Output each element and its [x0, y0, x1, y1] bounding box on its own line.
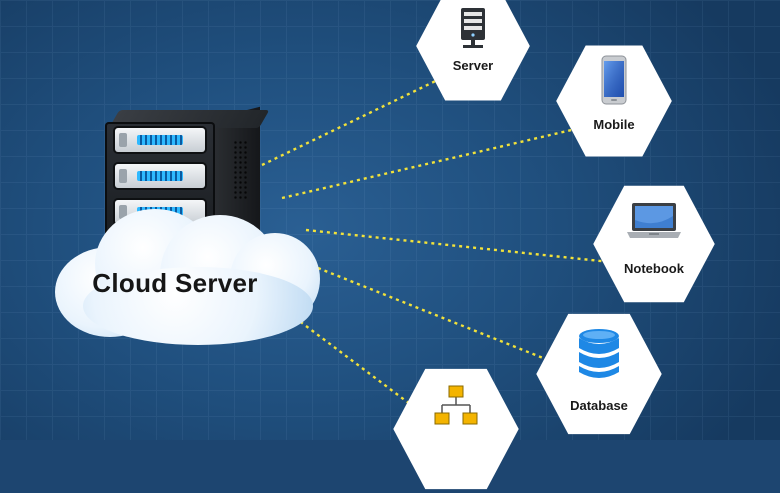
connector-server: [261, 72, 451, 167]
server-icon: [461, 8, 485, 48]
cloud-shape: [55, 195, 325, 345]
connector-mobile: [281, 126, 581, 200]
connector-notebook: [305, 228, 611, 264]
node-mobile-label: Mobile: [593, 117, 635, 132]
laptop-icon: [627, 203, 681, 238]
node-notebook-label: Notebook: [624, 261, 684, 276]
smartphone-icon: [601, 55, 627, 105]
connector-database: [317, 266, 549, 362]
node-database-label: Database: [570, 398, 628, 413]
database-icon: [579, 329, 619, 378]
node-server-label: Server: [452, 58, 494, 73]
network-topology-icon: [434, 385, 478, 425]
cloud-server-label: Cloud Server: [92, 268, 258, 298]
